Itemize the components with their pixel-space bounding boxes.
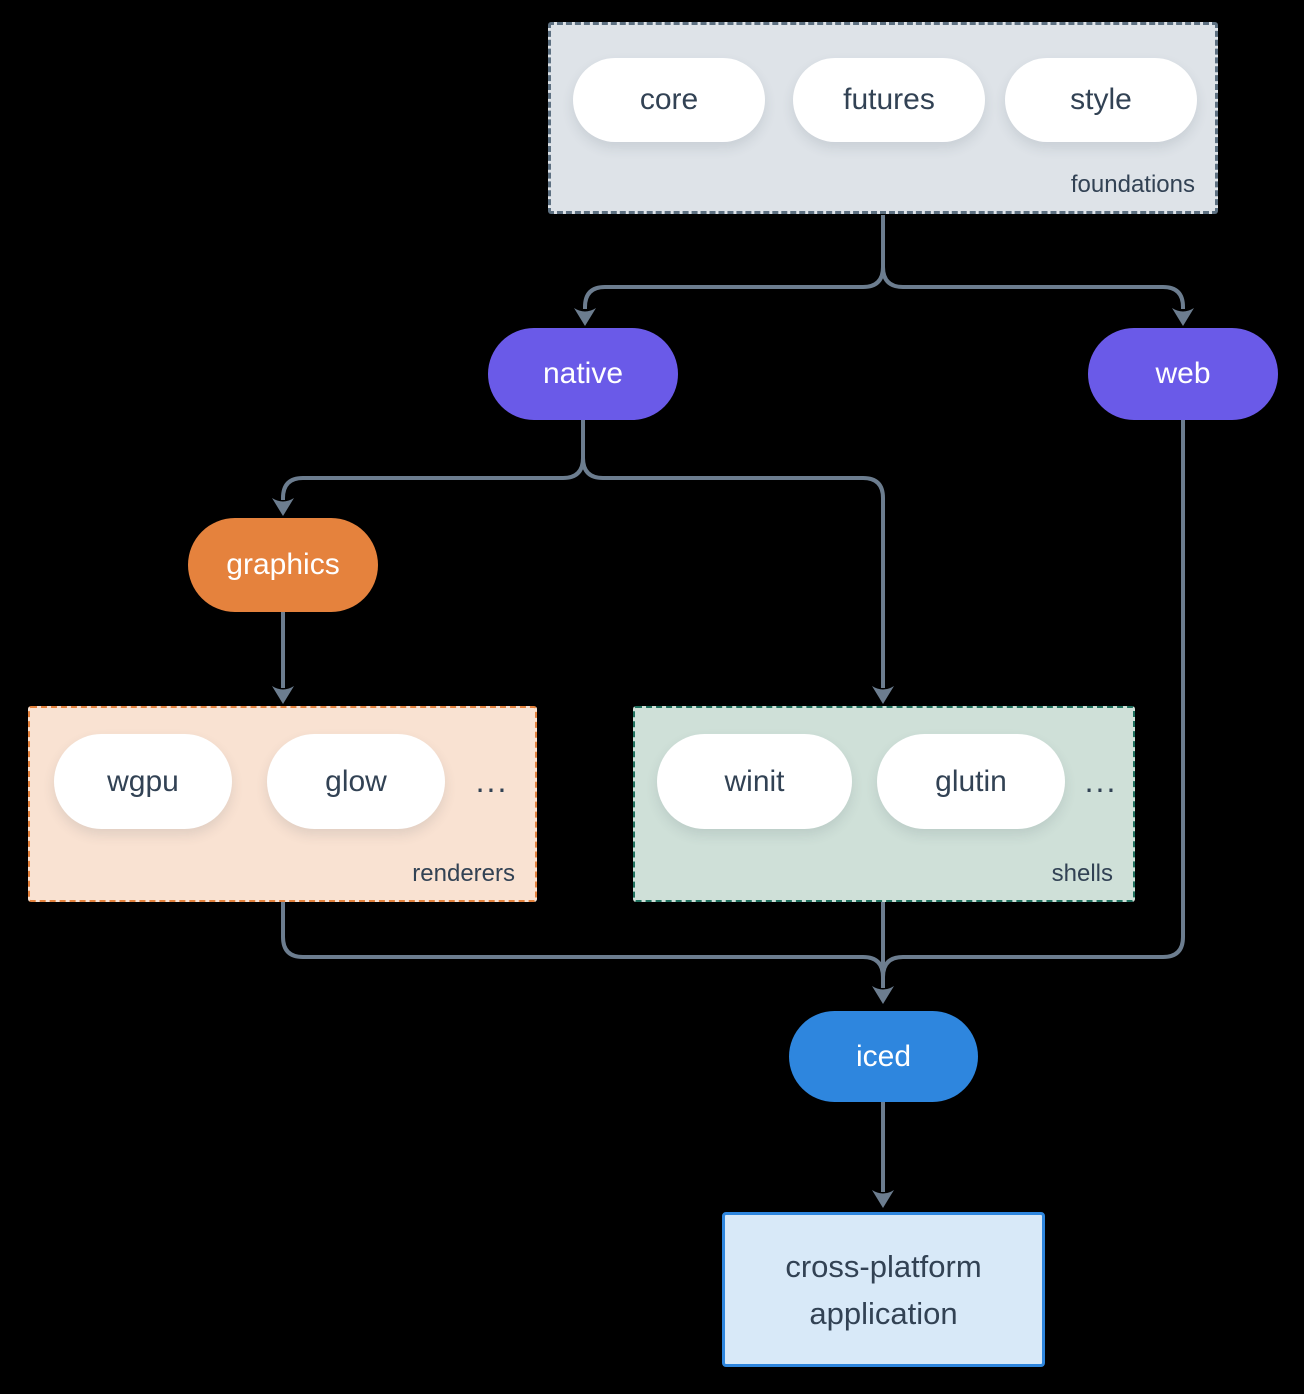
node-core: core	[573, 58, 765, 142]
node-style: style	[1005, 58, 1197, 142]
edge-web-iced	[881, 420, 1185, 978]
graphics-label: graphics	[226, 548, 340, 581]
node-web: web	[1088, 328, 1278, 420]
shells-ellipsis: ...	[1084, 763, 1118, 799]
edge-renderers-iced	[281, 902, 885, 978]
node-iced: iced	[789, 1011, 978, 1102]
node-application: cross-platform application	[722, 1212, 1045, 1367]
application-label-line2: application	[809, 1295, 958, 1331]
glutin-label: glutin	[935, 764, 1007, 798]
renderers-ellipsis: ...	[475, 763, 509, 799]
iced-label: iced	[855, 1039, 912, 1073]
futures-label: futures	[843, 83, 935, 116]
application-label-line1: cross-platform	[785, 1248, 982, 1284]
core-label: core	[639, 83, 699, 116]
wgpu-label: wgpu	[107, 764, 179, 798]
renderers-group: wgpu glow ... renderers	[28, 706, 537, 902]
shells-group: winit glutin ... shells	[633, 706, 1135, 902]
node-wgpu: wgpu	[54, 734, 232, 829]
node-glow: glow	[267, 734, 445, 829]
renderers-group-label: renderers	[412, 860, 515, 887]
style-label: style	[1070, 83, 1132, 116]
arrowhead-renderers	[272, 686, 294, 704]
edge-native-shells	[581, 420, 885, 688]
node-futures: futures	[793, 58, 985, 142]
edge-foundations-native	[583, 215, 885, 309]
web-label: web	[1155, 357, 1211, 390]
arrowhead-shells	[872, 686, 894, 704]
arrowhead-web	[1172, 308, 1194, 326]
edge-native-graphics	[281, 420, 585, 500]
shells-group-label: shells	[1051, 860, 1113, 887]
native-label: native	[542, 357, 624, 390]
node-glutin: glutin	[877, 734, 1065, 829]
node-native: native	[488, 328, 678, 420]
arrowhead-graphics	[272, 498, 294, 516]
edge-foundations-web	[881, 215, 1185, 309]
arrowhead-iced	[872, 986, 894, 1004]
winit-label: winit	[724, 764, 785, 798]
foundations-group: core futures style foundations	[548, 22, 1218, 214]
node-graphics: graphics	[188, 518, 378, 612]
arrowhead-native	[574, 308, 596, 326]
foundations-group-label: foundations	[1070, 171, 1195, 198]
arrowhead-application	[872, 1190, 894, 1208]
node-winit: winit	[657, 734, 852, 829]
glow-label: glow	[325, 764, 387, 798]
